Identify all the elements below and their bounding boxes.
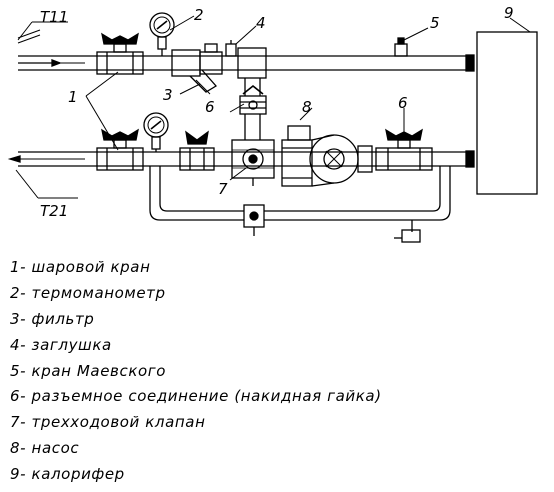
supply-tee — [237, 47, 267, 96]
union-left — [179, 130, 215, 171]
mayevsky-valve — [394, 37, 408, 57]
bypass-valve — [243, 204, 265, 236]
ball-valve-return — [96, 128, 144, 171]
supply-pipe-label: T11 — [40, 8, 68, 26]
legend-item: 3- фильтр — [10, 309, 95, 328]
supply-pipe — [17, 29, 470, 71]
callout-5: 5 — [430, 14, 440, 32]
drain-valve — [394, 220, 421, 243]
legend-item: 6- разъемное соединение (накидная гайка) — [10, 387, 382, 406]
legend-item: 5- кран Маевского — [10, 361, 167, 380]
three-way-valve — [231, 139, 275, 186]
callout-3: 3 — [163, 86, 173, 104]
legend-item: 1- шаровой кран — [10, 258, 151, 276]
union-nut-top — [239, 84, 267, 140]
thermomanometer-supply — [149, 12, 175, 56]
pump — [281, 125, 373, 187]
calorifer-box — [476, 31, 538, 195]
calorifer-flange-top — [465, 54, 475, 72]
callout-8: 8 — [302, 98, 312, 116]
bypass-loop — [149, 166, 451, 221]
union-right — [375, 128, 433, 171]
supply-arrow — [18, 59, 62, 67]
callout-4: 4 — [256, 14, 266, 32]
callout-1: 1 — [68, 88, 78, 106]
calorifer-flange-bottom — [465, 150, 475, 168]
legend-item: 4- заглушка — [10, 335, 112, 354]
return-arrow — [7, 155, 21, 163]
legend-item: 7- трехходовой клапан — [10, 413, 206, 432]
callout-6-left: 6 — [205, 98, 215, 116]
return-pipe-label: T21 — [40, 202, 68, 220]
return-pipe — [18, 151, 470, 167]
leader-lines — [15, 15, 531, 199]
thermomanometer-return — [143, 112, 169, 152]
plug — [225, 40, 237, 57]
piping-scheme: T11 T21 1 2 3 4 5 6 6 7 8 9 — [7, 4, 538, 243]
callout-7: 7 — [218, 180, 228, 198]
callout-9: 9 — [504, 4, 514, 22]
legend: 1- шаровой кран 2- термоманометр 3- филь… — [10, 255, 382, 488]
legend-item: 2- термоманометр — [10, 283, 166, 302]
callout-2: 2 — [194, 6, 204, 24]
filter — [171, 43, 223, 95]
legend-item: 9- калорифер — [10, 465, 125, 484]
ball-valve-supply — [96, 32, 144, 75]
legend-item: 8- насос — [10, 439, 80, 458]
callout-6-right: 6 — [398, 94, 408, 112]
